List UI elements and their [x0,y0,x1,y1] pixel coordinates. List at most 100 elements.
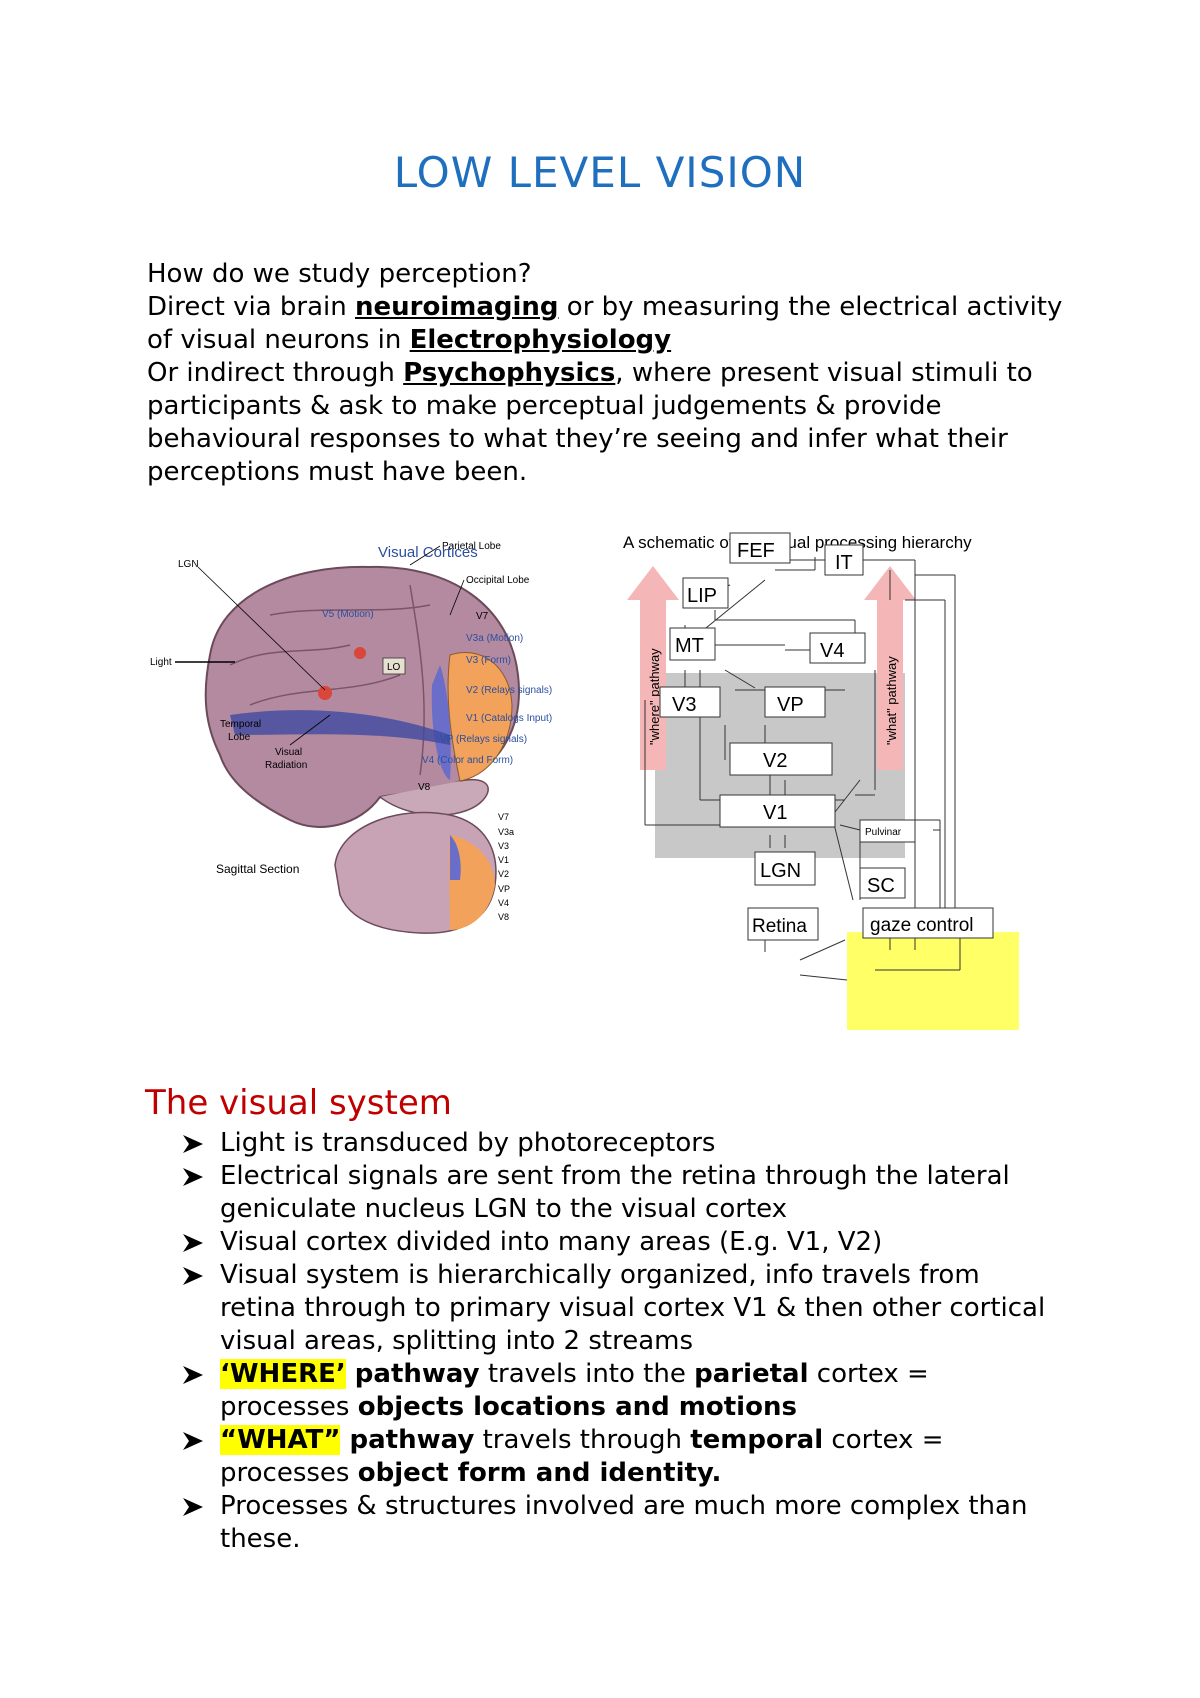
list-item: Processes & structures involved are much… [183,1490,1063,1556]
box-v2 [729,742,833,776]
visual-system-list: Light is transduced by photoreceptors El… [183,1127,1063,1556]
term-electrophysiology: Electrophysiology [409,325,672,355]
cerebellum-shape [379,778,489,816]
svg-text:VP: VP [777,694,804,716]
label-temporal: Temporal [220,719,261,730]
box-gaze-control [862,907,994,939]
list-item: Visual system is hierarchically organize… [183,1259,1063,1358]
list-item: Visual cortex divided into many areas (E… [183,1226,1063,1259]
arrowhead-bullet-icon [183,1168,203,1186]
svg-text:LGN: LGN [760,860,801,882]
svg-text:VP: VP [498,884,510,894]
svg-text:LIP: LIP [687,585,717,607]
where-highlight: ‘WHERE’ [220,1359,346,1389]
box-vp [764,686,826,718]
label-vp: VP (Relays signals) [440,734,527,745]
v1-area [447,651,513,782]
intro-indirect: Or indirect through Psychophysics, where… [147,358,1033,487]
box-retina [747,907,819,941]
svg-text:V4: V4 [498,898,509,908]
svg-text:V3: V3 [672,694,696,716]
box-it [824,544,864,576]
label-v3a: V3a (Motion) [466,633,523,644]
label-lobe: Lobe [228,732,251,743]
arrowhead-bullet-icon [183,1267,203,1285]
svg-text:V4: V4 [820,640,844,662]
svg-text:gaze control: gaze control [870,915,974,936]
svg-text:V8: V8 [498,912,509,922]
svg-text:IT: IT [835,552,853,574]
svg-text:FEF: FEF [737,540,775,562]
box-v1 [719,794,836,828]
term-psychophysics: Psychophysics [403,358,616,388]
arrowhead-bullet-icon [183,1432,203,1450]
box-mt [669,627,716,661]
term-neuroimaging: neuroimaging [355,292,559,322]
box-pulvinar [859,819,916,843]
svg-text:V2: V2 [498,869,509,879]
label-v3: V3 (Form) [466,655,511,666]
label-parietal: Parietal Lobe [442,541,501,552]
hierarchy-schematic: A schematic of the visual processing hie… [615,530,1045,1030]
v5-dot [354,647,366,659]
arrowhead-bullet-icon [183,1135,203,1153]
label-v1: V1 (Catalogs Input) [466,713,552,724]
label-light: Light [150,657,172,668]
svg-text:V7: V7 [498,812,509,822]
list-item: Electrical signals are sent from the ret… [183,1160,1063,1226]
what-pathway-label: "what" pathway [884,656,899,745]
box-v3 [659,686,721,718]
label-v2: V2 (Relays signals) [466,685,552,696]
svg-text:V1: V1 [498,855,509,865]
svg-text:SC: SC [867,875,895,897]
what-highlight: “WHAT” [220,1425,341,1455]
what-pathway-arrow [864,566,916,770]
section-title: The visual system [145,1083,452,1123]
label-lgn: LGN [178,559,199,570]
box-v4 [809,632,866,664]
page-title: LOW LEVEL VISION [393,148,807,197]
box-lip [682,577,729,609]
label-v7: V7 [476,611,489,622]
brain-figure-title: Visual Cortices [378,544,478,561]
v2-area [431,665,451,780]
sagittal-title: Sagittal Section [216,862,299,876]
svg-text:MT: MT [675,635,704,657]
intro-paragraph: How do we study perception? Direct via b… [147,258,1067,489]
svg-text:V2: V2 [763,750,787,772]
svg-text:Pulvinar: Pulvinar [865,827,902,838]
where-pathway-arrow [627,566,679,770]
label-lo: LO [387,662,401,673]
list-item: Light is transduced by photoreceptors [183,1127,1063,1160]
subcortical-highlight [847,932,1019,1030]
hierarchy-diagram: A schematic of the visual processing hie… [623,532,1019,1030]
box-fef [729,532,791,564]
label-occipital: Occipital Lobe [466,575,530,586]
svg-text:V3a: V3a [498,827,514,837]
where-pathway-label: "where" pathway [647,648,662,745]
box-lgn [754,851,816,886]
list-item-what: “WHAT” pathway travels through temporal … [183,1424,1063,1490]
label-visual: Visual [275,747,302,758]
visual-radiation [230,710,450,745]
schema-boxes: FEF IT LIP MT V4 V3 VP V2 V1 Pulvinar LG… [659,532,994,941]
svg-text:V3: V3 [498,841,509,851]
sagittal-labels: V7 V3a V3 V1 V2 VP V4 V8 [498,812,514,922]
label-v5: V5 (Motion) [322,609,374,620]
brain-illustration: Visual Cortices LO LGN Light Temporal Lo… [150,541,552,934]
svg-text:V1: V1 [763,802,787,824]
box-sc [859,867,906,899]
label-radiation: Radiation [265,760,307,771]
intro-direct: Direct via brain neuroimaging or by meas… [147,292,1063,355]
arrowhead-bullet-icon [183,1234,203,1252]
list-item-where: ‘WHERE’ pathway travels into the parieta… [183,1358,1063,1424]
intro-question: How do we study perception? [147,259,532,289]
label-v8: V8 [418,782,431,793]
arrowhead-bullet-icon [183,1498,203,1516]
brain-figure: Visual Cortices LO LGN Light Temporal Lo… [150,535,600,1025]
lgn-dot [318,686,332,700]
label-v4: V4 (Color and Form) [422,755,513,766]
svg-text:Retina: Retina [752,916,807,937]
schema-title: A schematic of the visual processing hie… [623,533,972,552]
arrowhead-bullet-icon [183,1366,203,1384]
